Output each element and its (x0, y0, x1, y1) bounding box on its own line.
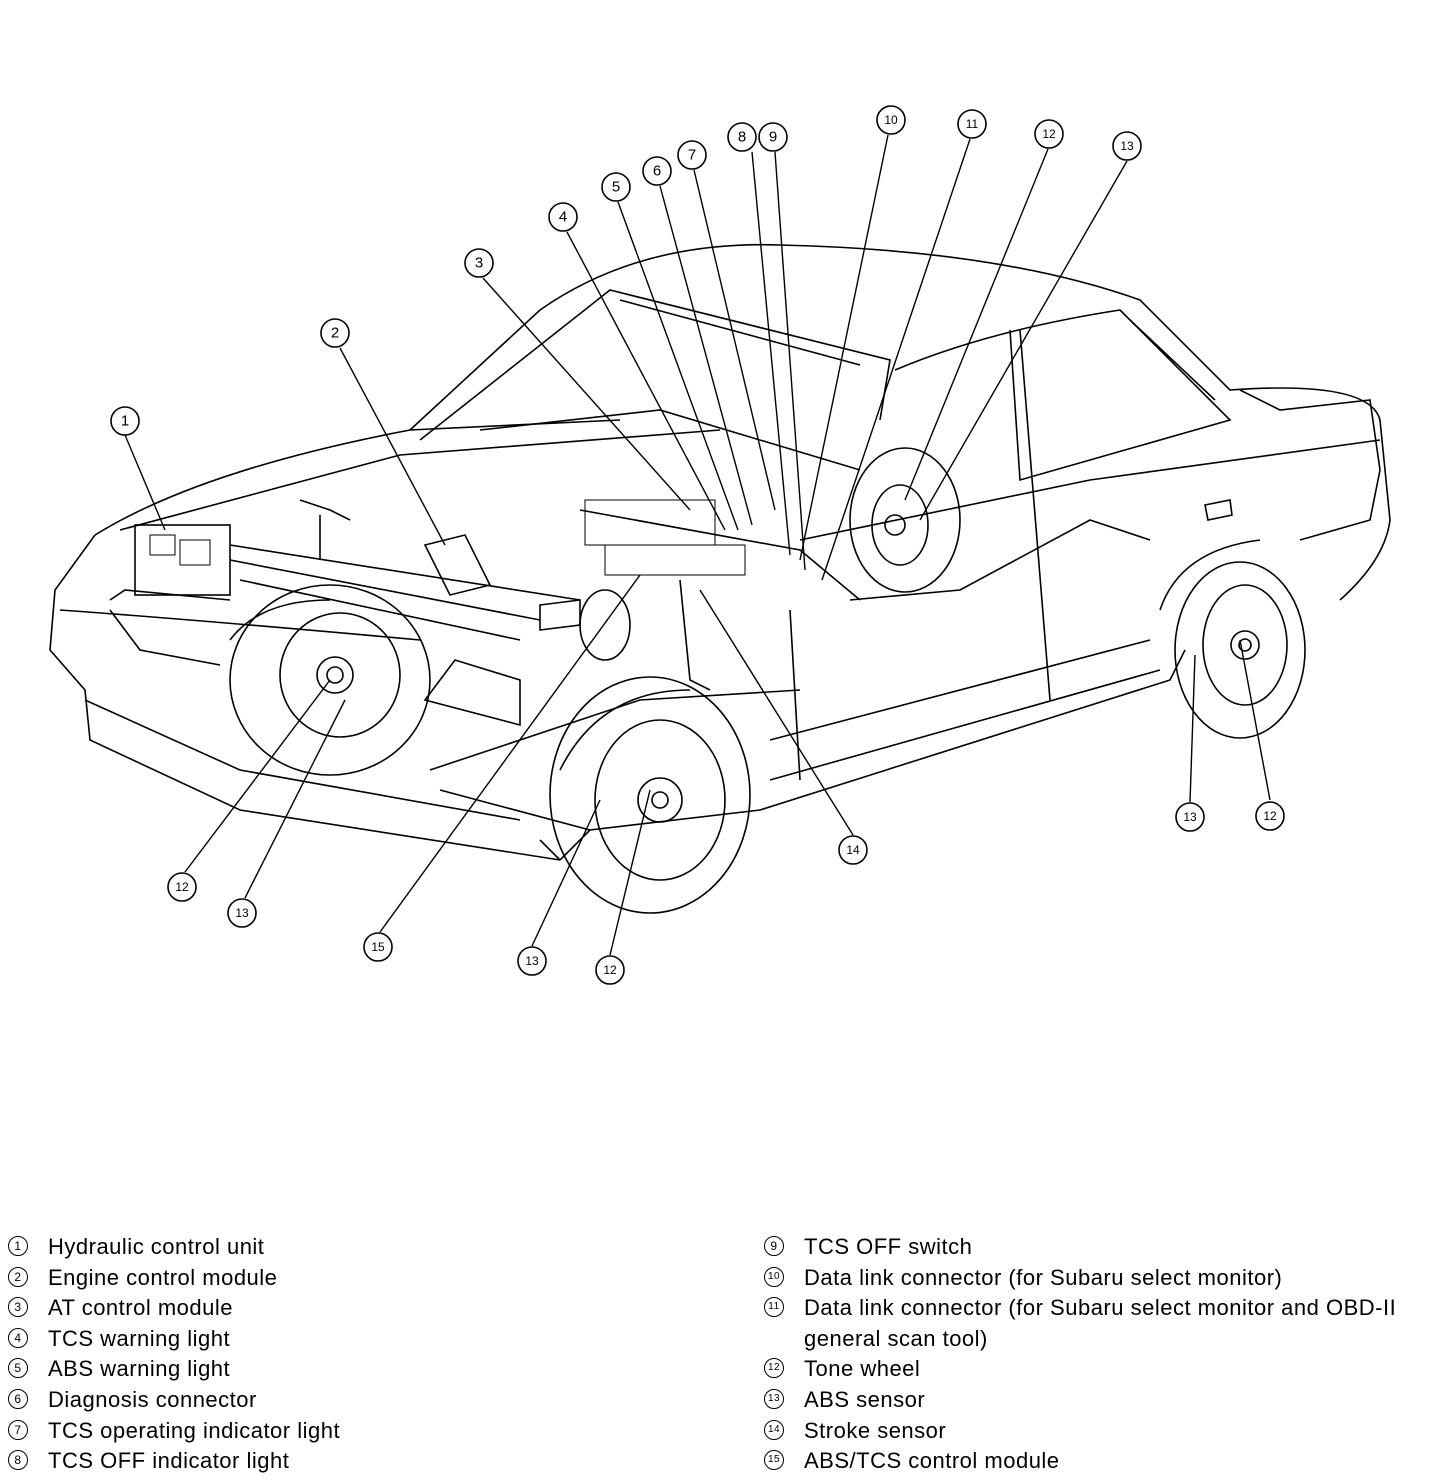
legend-number: 11 (764, 1297, 784, 1318)
legend-label: TCS warning light (48, 1325, 231, 1351)
legend-column-left: 1 Hydraulic control unit 2 Engine control … (8, 1232, 708, 1477)
car-body (49, 243, 1391, 914)
legend-item: 1 Hydraulic control unit (8, 1232, 708, 1263)
legend-number: 13 (764, 1388, 784, 1409)
callout-14: 14 (838, 835, 868, 865)
legend-number: 4 (8, 1327, 28, 1348)
legend-label: AT control module (48, 1295, 233, 1321)
legend-label: TCS OFF indicator light (48, 1448, 290, 1474)
callout-markers: 1 2 3 4 5 6 7 8 9 10 11 12 13 12 13 12 1… (110, 105, 1285, 985)
svg-text:11: 11 (966, 117, 979, 131)
legend-label: Tone wheel (804, 1356, 921, 1382)
legend-item: 6 Diagnosis connector (8, 1385, 708, 1416)
legend-label: ABS/TCS control module (804, 1448, 1060, 1474)
legend-number: 8 (8, 1450, 28, 1471)
callout-1: 1 (110, 406, 140, 436)
legend-item: 9 TCS OFF switch (764, 1232, 1454, 1263)
legend-item: 10 Data link connector (for Subaru select… (764, 1263, 1454, 1294)
svg-text:14: 14 (846, 843, 860, 857)
legend-item: 14 Stroke sensor (764, 1416, 1454, 1447)
legend-item: 13 ABS sensor (764, 1385, 1454, 1416)
legend-number: 5 (8, 1358, 28, 1379)
svg-text:9: 9 (769, 129, 777, 146)
callout-2: 2 (320, 318, 350, 348)
svg-text:12: 12 (175, 880, 189, 894)
legend-label: Data link connector (for Subaru select m… (804, 1295, 1397, 1351)
legend-number: 2 (8, 1266, 28, 1287)
callout-12-rear-left: 12 (1034, 119, 1064, 149)
legend-label: ABS sensor (804, 1386, 926, 1412)
legend-item: 7 TCS operating indicator light (8, 1416, 708, 1447)
legend-label: ABS warning light (48, 1356, 231, 1382)
svg-text:5: 5 (612, 179, 620, 196)
legend-label: TCS operating indicator light (48, 1417, 341, 1443)
callout-8: 8 (727, 122, 757, 152)
callout-12-front-right: 12 (595, 955, 625, 985)
svg-text:10: 10 (884, 113, 898, 127)
leader-lines (124, 134, 1271, 956)
svg-text:4: 4 (559, 209, 567, 226)
svg-text:13: 13 (235, 906, 249, 920)
legend-label: Engine control module (48, 1264, 278, 1290)
callout-13-front-right: 13 (517, 946, 547, 976)
legend-item: 2 Engine control module (8, 1263, 708, 1294)
legend-number: 9 (764, 1236, 784, 1256)
svg-text:12: 12 (603, 963, 617, 977)
legend-label: Stroke sensor (804, 1417, 947, 1443)
svg-text:7: 7 (688, 147, 696, 164)
svg-text:15: 15 (371, 940, 385, 954)
callout-12-rear-right: 12 (1255, 801, 1285, 831)
svg-text:1: 1 (121, 413, 129, 430)
callout-10: 10 (876, 105, 906, 135)
legend-number: 12 (764, 1358, 784, 1379)
legend-number: 7 (8, 1419, 28, 1440)
callout-12-front-left: 12 (167, 872, 197, 902)
callout-15: 15 (363, 932, 393, 962)
legend-label: Diagnosis connector (48, 1386, 257, 1412)
legend-number: 15 (764, 1450, 784, 1471)
legend-label: Hydraulic control unit (48, 1234, 265, 1259)
legend-item: 5 ABS warning light (8, 1354, 708, 1385)
callout-7: 7 (677, 140, 707, 170)
svg-text:12: 12 (1263, 809, 1277, 823)
callout-3: 3 (464, 248, 494, 278)
legend-item: 12 Tone wheel (764, 1354, 1454, 1385)
legend-number: 6 (8, 1388, 28, 1409)
legend-number: 3 (8, 1297, 28, 1318)
callout-13-front-left: 13 (227, 898, 257, 928)
parts-legend: 1 Hydraulic control unit 2 Engine control … (0, 1232, 1456, 1480)
callout-13-rear-left: 13 (1112, 131, 1142, 161)
svg-text:13: 13 (525, 954, 539, 968)
callout-9: 9 (758, 122, 788, 152)
legend-item: 4 TCS warning light (8, 1324, 708, 1355)
legend-number: 14 (764, 1419, 784, 1440)
callout-6: 6 (642, 156, 672, 186)
svg-text:2: 2 (331, 325, 339, 342)
legend-item: 3 AT control module (8, 1293, 708, 1324)
legend-item: 11 Data link connector (for Subaru select… (764, 1293, 1454, 1354)
svg-text:3: 3 (475, 255, 483, 272)
svg-text:6: 6 (653, 163, 661, 180)
svg-text:13: 13 (1183, 810, 1197, 824)
callout-4: 4 (548, 202, 578, 232)
legend-number: 10 (764, 1266, 784, 1287)
svg-text:13: 13 (1120, 139, 1134, 153)
legend-item: 15 ABS/TCS control module (764, 1446, 1454, 1477)
callout-11: 11 (957, 109, 987, 139)
legend-item: 8 TCS OFF indicator light (8, 1446, 708, 1477)
svg-text:8: 8 (738, 129, 746, 146)
svg-text:12: 12 (1042, 127, 1056, 141)
legend-label: Data link connector (for Subaru select m… (804, 1264, 1283, 1290)
callout-13-rear-right: 13 (1175, 802, 1205, 832)
legend-number: 1 (8, 1236, 28, 1256)
callout-5: 5 (601, 172, 631, 202)
car-diagram: 1 2 3 4 5 6 7 8 9 10 11 12 13 12 13 12 1… (49, 105, 1391, 985)
legend-label: TCS OFF switch (804, 1234, 973, 1259)
